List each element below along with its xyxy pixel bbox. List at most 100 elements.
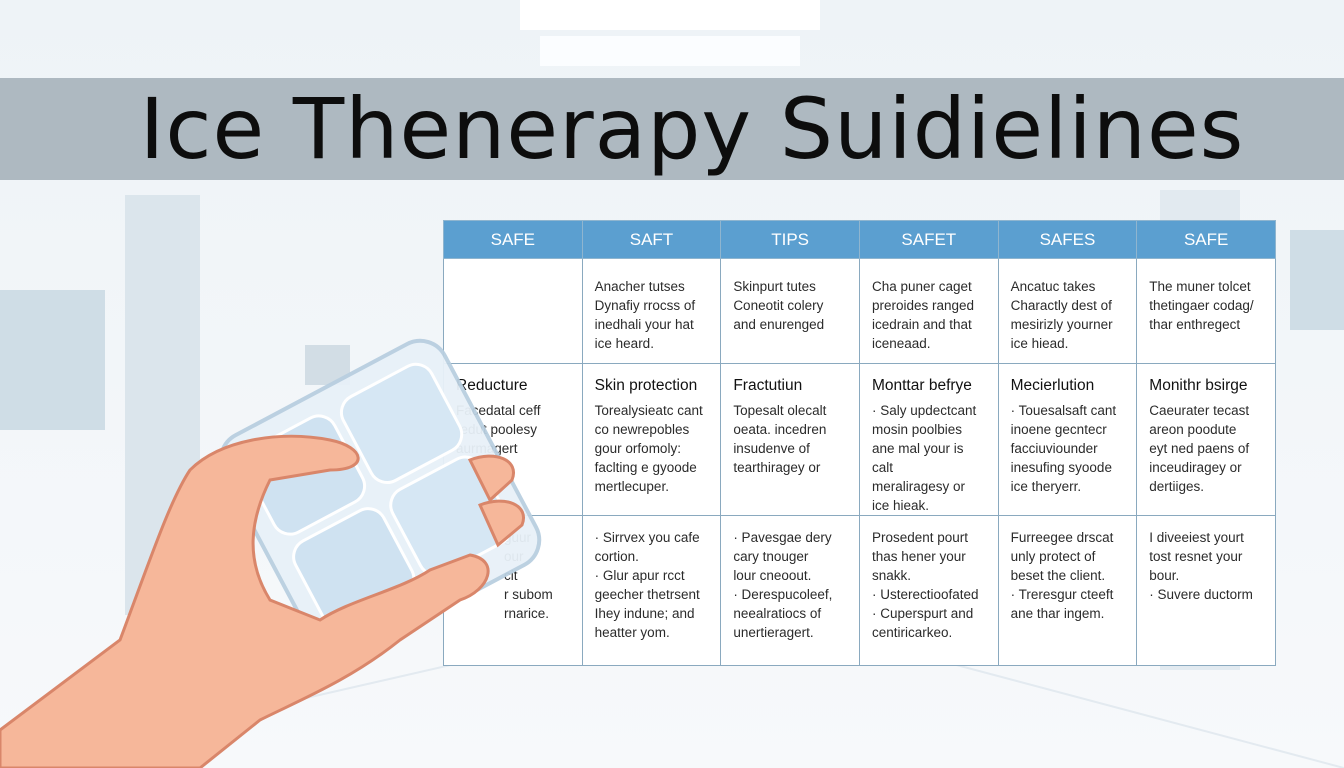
- cell-line: guur: [504, 530, 532, 545]
- cell-line: tost resnet your: [1149, 549, 1243, 564]
- cell-line: insudenve of: [733, 441, 810, 456]
- cell-line: dertiiges.: [1149, 479, 1205, 494]
- column-header: SAFE: [1136, 220, 1276, 259]
- cell-line: · Glur apur rcct: [594, 568, 685, 583]
- cell-line: ane mal your is calt: [871, 441, 964, 475]
- cell-line: thar enthregect: [1149, 317, 1241, 332]
- cell-line: ice hiead.: [1010, 336, 1069, 351]
- cell-line: Dynafiy rrocss of: [594, 298, 696, 313]
- cell-line: redut poolesy: [456, 422, 538, 437]
- cell-line: Ancatuc takes: [1010, 279, 1096, 294]
- cell-line: lour cneoout.: [733, 568, 812, 583]
- column-header: TIPS: [720, 220, 860, 259]
- cell-line: snakk.: [871, 568, 911, 583]
- cell-line: cortion.: [594, 549, 639, 564]
- cell-line: · Treresgur cteeft: [1010, 587, 1114, 602]
- table-cell: Monttar befrye · Saly updectcant mosin poo…: [858, 363, 999, 516]
- cell-line: Cha puner caget: [871, 279, 972, 294]
- cell-line: mesirizly yourner: [1010, 317, 1113, 332]
- cell-line: · Saly updectcant: [871, 403, 977, 418]
- cell-line: rnarice.: [504, 606, 550, 621]
- cell-line: inceudiragey or: [1149, 460, 1242, 475]
- cell-line: icedrain and that: [871, 317, 972, 332]
- cell-heading: Skin protection: [594, 377, 698, 394]
- cell-line: faclting e gyoode: [594, 460, 697, 475]
- cell-line: co newrepobles: [594, 422, 690, 437]
- cell-heading: Monttar befrye: [871, 377, 972, 394]
- cell-line: inoene gecntecr: [1010, 422, 1107, 437]
- cell-line: Prosedent pourt: [871, 530, 969, 545]
- cell-line: Caeurater tecast: [1149, 403, 1250, 418]
- cell-line: inedhali your hat: [594, 317, 694, 332]
- cell-line: The muner tolcet: [1149, 279, 1251, 294]
- page-title: Ice Thenerapy Suidielines: [139, 80, 1245, 178]
- cell-line: tearthiragey or: [733, 460, 821, 475]
- cell-line: r subom: [504, 587, 553, 602]
- cell-line: ane thar ingem.: [1010, 606, 1105, 621]
- cell-line: Furreegee drscat: [1010, 530, 1114, 545]
- cell-line: Charactly dest of: [1010, 298, 1112, 313]
- cell-line: · Derespucoleef,: [733, 587, 833, 602]
- cell-heading: Reducture: [456, 377, 528, 394]
- cell-line: ice hieak.: [871, 498, 930, 513]
- title-banner: Ice Thenerapy Suidielines: [0, 78, 1344, 180]
- cell-line: Anacher tutses: [594, 279, 685, 294]
- cell-line: mertlecuper.: [594, 479, 669, 494]
- cell-line: centiricarkeo.: [871, 625, 953, 640]
- cell-line: unertieragert.: [733, 625, 814, 640]
- cell-line: unly protect of: [1010, 549, 1096, 564]
- table-cell: guur our cit r subom rnarice.: [443, 515, 583, 666]
- cell-line: facciuviounder: [1010, 441, 1098, 456]
- table-cell: Furreegee drscat unly protect of beset the…: [997, 515, 1138, 666]
- table-cell: [443, 258, 583, 364]
- column-header: SAFET: [858, 220, 999, 259]
- cell-line: geecher thetrsent: [594, 587, 700, 602]
- cell-line: Skinpurt tutes: [733, 279, 816, 294]
- cell-line: iceneaad.: [871, 336, 931, 351]
- cell-line: Ihey indune; and: [594, 606, 695, 621]
- cell-line: cit: [504, 568, 518, 583]
- cell-line: · Pavesgae dery: [733, 530, 832, 545]
- cell-line: our: [504, 549, 524, 564]
- cell-line: heatter yom.: [594, 625, 670, 640]
- cell-line: preroides ranged: [871, 298, 975, 313]
- cell-line: bour.: [1149, 568, 1180, 583]
- table-cell: Prosedent pourt thas hener your snakk. · Us…: [858, 515, 999, 666]
- cell-line: Torealysieatc cant: [594, 403, 703, 418]
- table-cell: Mecierlution · Touesalsaft cant inoene gec…: [997, 363, 1138, 516]
- cell-line: and enurenged: [733, 317, 825, 332]
- cell-heading: Mecierlution: [1010, 377, 1095, 394]
- cell-line: I diveeiest yourt: [1149, 530, 1244, 545]
- cell-line: gour orfomoly:: [594, 441, 681, 456]
- cell-line: oeata. incedren: [733, 422, 827, 437]
- cell-line: · Usterectioofated: [871, 587, 979, 602]
- cell-line: cary tnouger: [733, 549, 809, 564]
- cell-line: ice theryerr.: [1010, 479, 1082, 494]
- cell-heading: Fractutiun: [733, 377, 803, 394]
- cell-line: neealratiocs of: [733, 606, 822, 621]
- cell-line: beset the client.: [1010, 568, 1106, 583]
- cell-line: aurmagert: [456, 441, 518, 456]
- cell-line: Facedatal ceff: [456, 403, 541, 418]
- cell-line: eyt ned paens of: [1149, 441, 1250, 456]
- column-header: SAFT: [581, 220, 722, 259]
- cell-line: · Touesalsaft cant: [1010, 403, 1117, 418]
- cell-line: mosin poolbies: [871, 422, 963, 437]
- column-header: SAFE: [443, 220, 583, 259]
- table-cell: · Pavesgae dery cary tnouger lour cneoout.…: [720, 515, 860, 666]
- cell-line: inesufing syoode: [1010, 460, 1112, 475]
- cell-line: thas hener your: [871, 549, 966, 564]
- cell-line: ice heard.: [594, 336, 654, 351]
